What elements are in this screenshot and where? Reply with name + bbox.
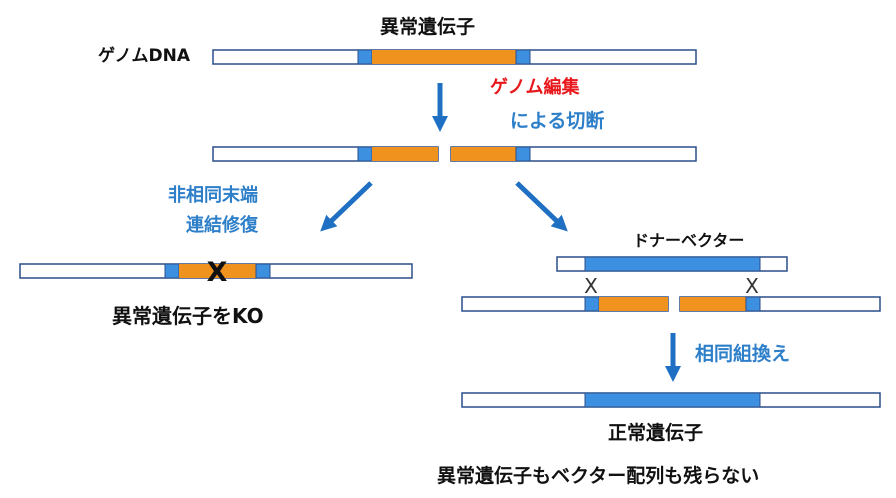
arrow-down-right-icon [515, 181, 568, 232]
top-title: 異常遺伝子 [380, 16, 476, 38]
genome-editing-label: ゲノム編集 [490, 77, 580, 98]
knockout-x-mark: X [207, 257, 228, 288]
donor-vector-label: ドナーベクター [633, 231, 745, 250]
knockout-caption: 異常遺伝子をKO [112, 304, 264, 328]
nhej-label-line1: 非相同末端 [168, 185, 258, 206]
arrow-down-left-icon [320, 181, 373, 232]
dna-strand-genomic [212, 49, 697, 65]
dna-strand-normal [461, 392, 881, 408]
normal-gene-label: 正常遺伝子 [608, 422, 704, 444]
homology-arm-right [515, 49, 531, 65]
nhej-label-line2: 連結修復 [186, 215, 258, 236]
homology-arm-left [357, 49, 373, 65]
cleavage-label: による切断 [510, 110, 605, 132]
donor-vector-strand [556, 256, 788, 272]
homologous-recombination-label: 相同組換え [695, 343, 791, 365]
abnormal-gene-segment [372, 50, 516, 64]
bottom-note: 異常遺伝子もベクター配列も残らない [437, 465, 760, 487]
crossover-right-mark: X [745, 274, 759, 298]
crossover-left-mark: X [584, 274, 598, 298]
genomic-dna-label: ゲノムDNA [98, 46, 190, 66]
dna-strand-knockout [19, 263, 413, 279]
dna-strand-hr-target [461, 296, 881, 312]
dna-strand-cut [212, 146, 697, 162]
